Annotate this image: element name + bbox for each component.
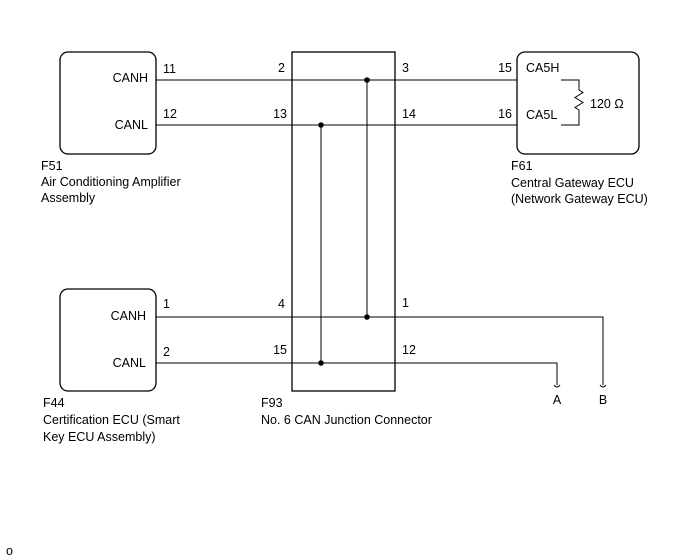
resistor-icon xyxy=(574,89,584,111)
terminal-a: A xyxy=(553,384,562,407)
f61-ca5h-pin: 15 xyxy=(498,61,512,75)
f44-name-line1: Certification ECU (Smart xyxy=(43,413,180,427)
f61-resistor-lead-top xyxy=(561,79,580,90)
f61-ca5h-label: CA5H xyxy=(526,61,559,75)
f51-canl-label: CANL xyxy=(115,118,148,132)
f93-pin-15: 15 xyxy=(273,343,287,357)
component-f61: 15 16 CA5H CA5L 120 Ω F61 Central Gatewa… xyxy=(498,51,648,206)
f51-canl-pin: 12 xyxy=(163,107,177,121)
f44-canl-label: CANL xyxy=(113,356,146,370)
f44-box xyxy=(59,288,157,392)
f61-name-line2: (Network Gateway ECU) xyxy=(511,192,648,206)
component-f51: CANH CANL 11 12 F51 Air Conditioning Amp… xyxy=(41,51,181,205)
wires xyxy=(156,79,604,385)
splice-dot-icon xyxy=(364,314,370,320)
f93-pin-3: 3 xyxy=(402,61,409,75)
f93-code: F93 xyxy=(261,396,283,410)
f61-box xyxy=(516,51,640,155)
f61-code: F61 xyxy=(511,159,533,173)
f44-canl-pin: 2 xyxy=(163,345,170,359)
f61-resistor-label: 120 Ω xyxy=(590,97,624,111)
terminal-b: B xyxy=(599,384,607,407)
f93-name: No. 6 CAN Junction Connector xyxy=(261,413,432,427)
f93-pin-13: 13 xyxy=(273,107,287,121)
f51-code: F51 xyxy=(41,159,63,173)
terminal-a-label: A xyxy=(553,393,562,407)
f93-box xyxy=(291,51,396,392)
f51-canh-label: CANH xyxy=(113,71,148,85)
f61-ca5l-label: CA5L xyxy=(526,108,557,122)
f44-canh-pin: 1 xyxy=(163,297,170,311)
splice-dot-icon xyxy=(364,77,370,83)
f93-pin-12: 12 xyxy=(402,343,416,357)
f51-canh-pin: 11 xyxy=(163,62,176,76)
f61-ca5l-pin: 16 xyxy=(498,107,512,121)
wire-canh-lower xyxy=(156,316,604,385)
f93-pin-14: 14 xyxy=(402,107,416,121)
f61-name-line1: Central Gateway ECU xyxy=(511,176,634,190)
wire-canl-lower xyxy=(156,362,558,385)
splice-dot-icon xyxy=(318,360,324,366)
footer-mark: o xyxy=(6,544,13,558)
splice-dot-icon xyxy=(318,122,324,128)
terminal-end-icon xyxy=(599,384,607,388)
f61-resistor-lead-bottom xyxy=(561,110,580,126)
f93-pin-1: 1 xyxy=(402,296,409,310)
f51-name-line2: Assembly xyxy=(41,191,96,205)
component-f93: 2 3 13 14 4 1 15 12 F93 No. 6 CAN Juncti… xyxy=(261,51,432,427)
terminal-end-icon xyxy=(553,384,561,388)
terminal-b-label: B xyxy=(599,393,607,407)
f93-pin-2: 2 xyxy=(278,61,285,75)
f44-name-line2: Key ECU Assembly) xyxy=(43,430,156,444)
f51-name-line1: Air Conditioning Amplifier xyxy=(41,175,181,189)
splice-points xyxy=(318,77,370,366)
f44-canh-label: CANH xyxy=(111,309,146,323)
f51-box xyxy=(59,51,157,155)
f93-pin-4: 4 xyxy=(278,297,285,311)
component-f44: CANH CANL 1 2 F44 Certification ECU (Sma… xyxy=(43,288,180,444)
f44-code: F44 xyxy=(43,396,65,410)
